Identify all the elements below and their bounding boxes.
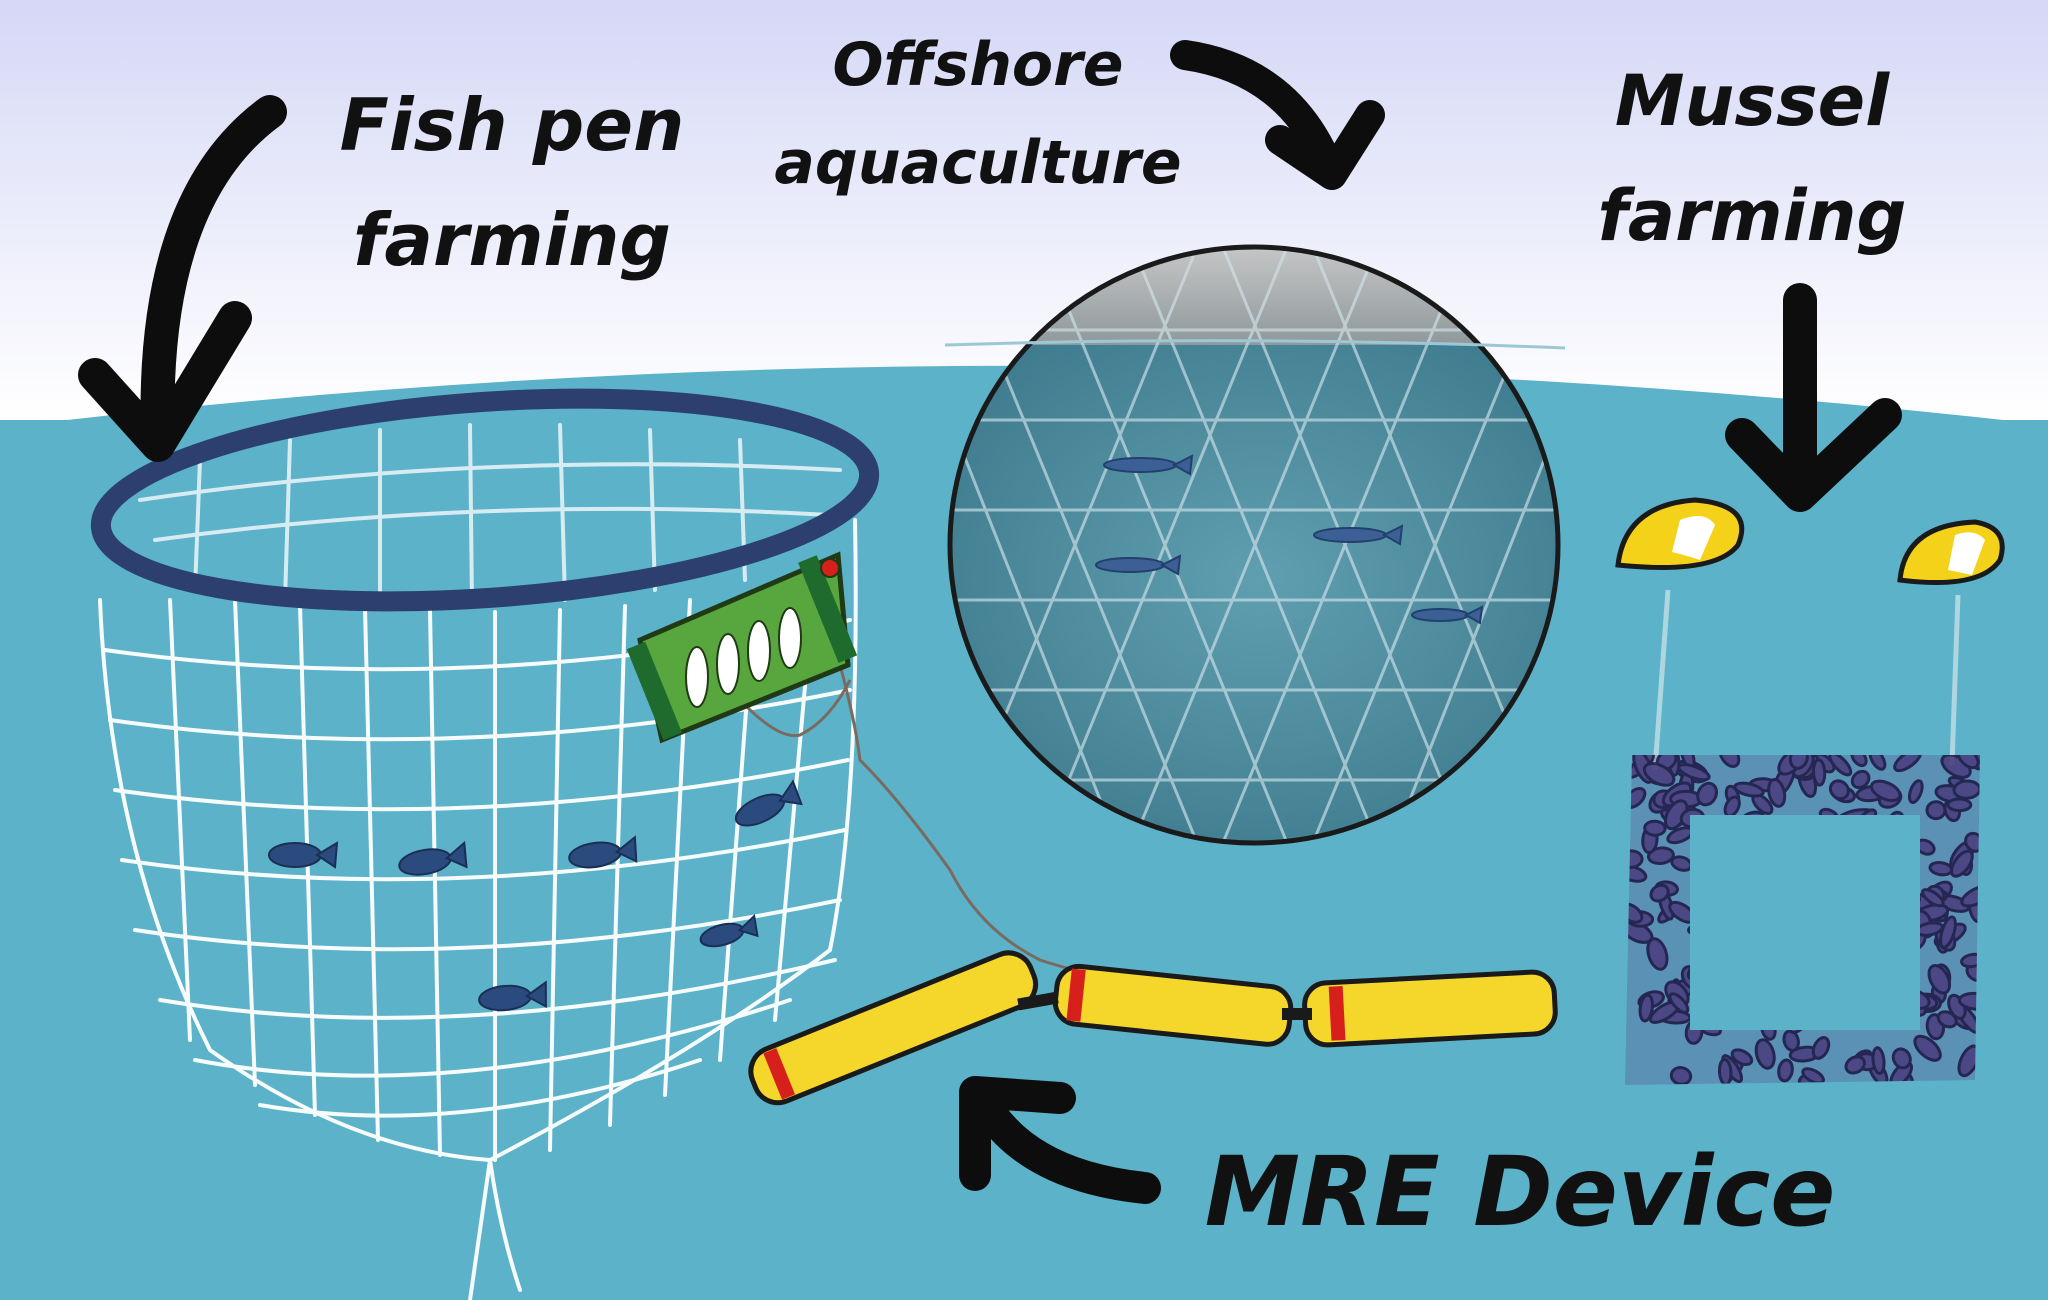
mussel-shell xyxy=(1677,763,1711,782)
mussel-shell xyxy=(1850,769,1871,790)
arrow-to-dome xyxy=(1170,40,1385,190)
mussel-shell xyxy=(1811,1036,1831,1060)
dome-waterline xyxy=(944,339,1566,350)
mre-device xyxy=(748,950,1558,1106)
mussel-shell xyxy=(1811,758,1827,787)
mussel-shell xyxy=(1869,779,1902,802)
fish-pen xyxy=(90,388,880,1300)
mussel-shell xyxy=(1844,1055,1866,1075)
mussel-shell xyxy=(1625,849,1644,870)
mussel-shell xyxy=(1907,779,1924,804)
pen-ring xyxy=(90,388,880,612)
label-mussel-line1: Mussel xyxy=(1615,60,1890,142)
net-inner-grid xyxy=(138,423,842,607)
label-offshore-line1: Offshore xyxy=(833,30,1124,100)
mussel-shell xyxy=(1950,849,1974,878)
mussel-shell xyxy=(1936,1010,1958,1029)
mussel-shell xyxy=(1649,883,1670,903)
wec-segment-3 xyxy=(1302,969,1558,1048)
arrow-to-mre xyxy=(959,1076,1161,1204)
mussel-shell xyxy=(1777,1058,1794,1083)
mussel-shell xyxy=(1913,1034,1942,1062)
mussel-shell xyxy=(1952,779,1980,800)
wec-segment-1 xyxy=(748,950,1039,1106)
mussel-shell xyxy=(1767,778,1787,808)
mussel-shell xyxy=(1669,1066,1693,1085)
buoy-left xyxy=(1615,497,1745,570)
buoy-right xyxy=(1897,519,2005,585)
mussel-shell xyxy=(1754,1038,1776,1070)
mussel-shell xyxy=(1828,755,1853,777)
wec-joint-1 xyxy=(1017,991,1059,1011)
mussel-shell xyxy=(1788,755,1809,770)
mussel-shell xyxy=(1893,755,1922,773)
mussel-shell xyxy=(1696,781,1719,807)
mussel-shell xyxy=(1782,1029,1800,1052)
mussel-shell xyxy=(1927,964,1952,995)
sensor-indicator-light xyxy=(820,558,840,578)
label-mre-device: MRE Device xyxy=(1205,1136,1836,1248)
mussel-shell xyxy=(1956,755,1980,770)
arrow-to-fish-pen xyxy=(78,95,287,462)
mussel-shell xyxy=(1646,937,1669,971)
dome-outline xyxy=(947,244,1561,846)
wec-joint-2 xyxy=(1282,1008,1312,1020)
mussel-shell xyxy=(1668,992,1690,1014)
mussel-line-right xyxy=(1949,594,1961,766)
arrows xyxy=(78,40,1902,1204)
arrow-to-mussel xyxy=(1725,283,1902,512)
mussel-shell xyxy=(1643,819,1667,837)
mussel-shell xyxy=(1642,762,1676,787)
dome-fish xyxy=(1095,454,1484,625)
mussel-shell xyxy=(1717,1058,1733,1085)
label-fish-pen-line1: Fish pen xyxy=(340,83,685,167)
pen-sensor-device xyxy=(626,551,1121,975)
mussel-shell xyxy=(1921,888,1945,908)
mussel-shell xyxy=(1718,755,1741,768)
mussel-shell xyxy=(1946,797,1973,813)
mussel-shell xyxy=(1730,1048,1754,1067)
mussel-shell xyxy=(1638,993,1655,1023)
mussel-shell xyxy=(1850,755,1868,768)
offshore-dome xyxy=(944,244,1566,846)
mussel-shell xyxy=(1801,1067,1825,1085)
pen-fish xyxy=(268,779,803,1012)
label-fish-pen-line2: farming xyxy=(353,198,671,282)
mussel-shell xyxy=(1960,884,1980,908)
mussel-shell xyxy=(1868,755,1887,771)
mussel-shell xyxy=(1646,846,1675,865)
mussel-shell xyxy=(1828,779,1850,801)
mussel-shell xyxy=(1891,1047,1912,1070)
mussel-shell xyxy=(1871,1046,1886,1075)
dome-lattice xyxy=(950,247,1558,843)
label-mussel-line2: farming xyxy=(1597,175,1906,257)
mussel-shell xyxy=(1925,800,1947,821)
mussel-line-left xyxy=(1652,589,1671,771)
mussel-shell xyxy=(1733,781,1765,798)
label-offshore-line2: aquaculture xyxy=(774,128,1181,198)
